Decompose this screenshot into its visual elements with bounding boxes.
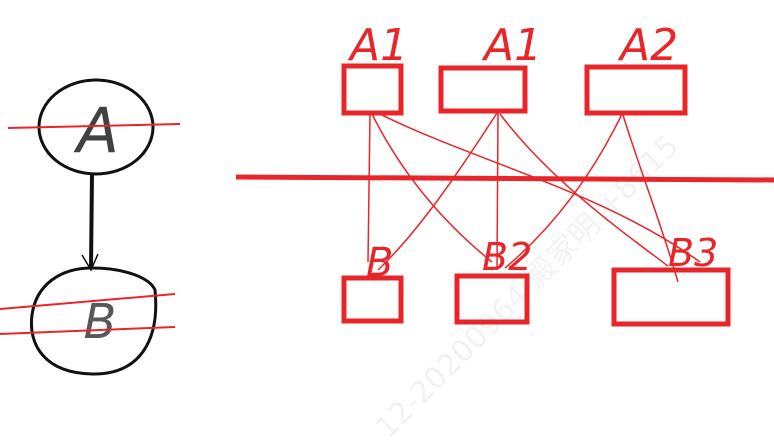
red-strike-line-b1 — [0, 293, 176, 310]
edge-a1s-b3 — [499, 113, 669, 267]
red-strike-line-a — [7, 123, 181, 129]
edge-a1-b1 — [367, 113, 371, 263]
edge-a2-b3 — [622, 114, 679, 283]
bottom-box-b3 — [611, 267, 731, 327]
divider-line — [235, 174, 774, 183]
top-box-a2 — [584, 64, 688, 116]
top-box-label-3: A2 — [617, 20, 678, 71]
bottom-box-label-2: B2 — [482, 235, 532, 279]
top-box-label-1: A1 — [347, 20, 408, 71]
bottom-box-label-3: B3 — [668, 231, 718, 275]
edge-a1-b2 — [371, 113, 493, 263]
node-a-label: A — [73, 94, 119, 167]
red-strike-line-b2 — [0, 326, 176, 335]
bottom-box-b2 — [454, 273, 530, 325]
arrow-head-icon — [81, 253, 99, 272]
bottom-box-label-1: B — [366, 240, 393, 286]
top-box-label-2: A1 — [481, 20, 542, 71]
top-box-a1-second — [438, 65, 528, 114]
node-b-circle — [29, 266, 158, 376]
right-diagram: A1 A1 A2 B B2 B3 — [235, 20, 774, 327]
left-graph: A B — [0, 78, 181, 376]
edge-a1s-b2 — [496, 112, 499, 271]
edge-a2-b2 — [504, 113, 623, 269]
top-box-a1-first — [341, 63, 404, 116]
node-b-label: B — [84, 294, 117, 350]
node-edge-line — [89, 172, 94, 269]
connection-lines — [367, 111, 701, 283]
edge-a1-b3 — [375, 111, 701, 263]
bottom-box-b1 — [341, 275, 404, 324]
edge-a1s-b1 — [377, 112, 498, 271]
